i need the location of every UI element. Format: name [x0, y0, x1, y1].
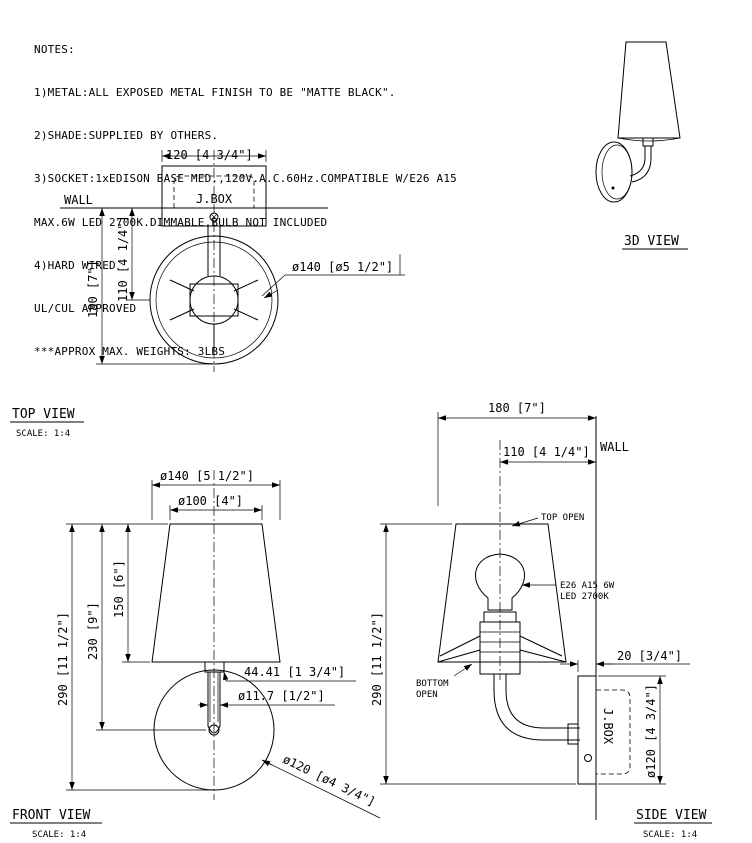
top-dim-width: 120 [4 3/4"]	[166, 148, 253, 162]
side-dim-center: 110 [4 1/4"]	[503, 445, 590, 459]
side-dim-plate-depth: 20 [3/4"]	[617, 649, 682, 663]
front-dim-plate-leader	[261, 759, 381, 819]
side-dim-height: 290 [11 1/2"]	[370, 612, 384, 706]
side-jbox-label: J.BOX	[601, 708, 615, 745]
iso-arm	[629, 146, 646, 177]
top-dim-shade-dia: ø140 [ø5 1/2"]	[292, 260, 393, 274]
front-shade	[151, 523, 281, 663]
front-view-title: FRONT VIEW	[12, 808, 90, 823]
side-shade	[437, 523, 567, 663]
side-top-open: TOP OPEN	[541, 513, 584, 523]
front-dim-top-dia: ø140 [5 1/2"]	[160, 469, 254, 483]
side-screw	[584, 754, 592, 762]
note-line: 4)HARD WIRED	[34, 258, 116, 272]
iso-screw	[611, 186, 615, 190]
front-dim-height: 290 [11 1/2"]	[56, 612, 70, 706]
top-spokes	[169, 279, 259, 350]
side-bottom-open-1: BOTTOM	[416, 679, 449, 689]
front-arm-inner	[209, 672, 219, 722]
side-view-scale: SCALE: 1:4	[643, 830, 697, 840]
note-line: 3)SOCKET:1xEDISON BASE MED.,120V.A.C.60H…	[34, 172, 457, 186]
top-dim-projection: 180 [7"]	[86, 260, 100, 318]
side-bulb-1: E26 A15 6W	[560, 581, 615, 591]
front-dim-arm: 44.41 [1 3/4"]	[244, 665, 345, 679]
front-dim-bottom-dia: ø100 [4"]	[178, 494, 243, 508]
iso-arm-2	[631, 146, 652, 183]
note-line: MAX.6W LED 2700K.DIMMABLE.BULB NOT INCLU…	[34, 215, 328, 229]
top-wall-label: WALL	[64, 193, 93, 207]
note-line: UL/CUL APPROVED	[34, 302, 137, 316]
side-spider	[437, 635, 567, 663]
side-bulb-2: LED 2700K	[560, 592, 609, 602]
front-dim-plate: ø120 [ø4 3/4"]	[281, 752, 378, 809]
front-dim-plate-arrow	[261, 759, 273, 767]
note-line: ***APPROX MAX. WEIGHTS: 3LBS	[34, 345, 226, 359]
top-jbox-label: J.BOX	[196, 192, 233, 206]
front-dim-arm-arrow	[223, 671, 229, 682]
side-bulb	[475, 553, 525, 611]
side-jbox-outline	[596, 689, 631, 775]
top-spoke-top	[207, 244, 221, 276]
iso-backplate-inner	[601, 144, 633, 200]
top-dim-center: 110 [4 1/4"]	[116, 215, 130, 302]
top-leader-arrow	[263, 289, 279, 299]
side-dim-projection: 180 [7"]	[488, 401, 546, 415]
side-view: WALL J.BOX 180 [7"] 110 [4 1/4"] TOP OP	[370, 401, 712, 840]
top-jbox-outline	[173, 175, 255, 208]
side-bottom-open-2: OPEN	[416, 690, 438, 700]
note-line: 2)SHADE:SUPPLIED BY OTHERS.	[34, 129, 219, 143]
iso-shade	[617, 41, 681, 139]
front-view: ø140 [5 1/2"] ø100 [4"] 290 [11 1/2"] 23…	[10, 469, 381, 840]
side-wall-label: WALL	[600, 440, 629, 454]
note-line: 1)METAL:ALL EXPOSED METAL FINISH TO BE "…	[34, 86, 396, 100]
side-dim-plate: ø120 [4 3/4"]	[644, 684, 658, 778]
side-bottom-open-leader	[453, 663, 473, 677]
top-view: WALL J.BOX 120 [4 3/4"] 180 [7"]	[10, 148, 405, 439]
top-view-title: TOP VIEW	[12, 407, 75, 422]
notes-heading: NOTES:	[34, 42, 75, 56]
view-3d: 3D VIEW	[595, 41, 688, 250]
iso-shade-rim	[617, 137, 681, 142]
side-arm-inner	[505, 674, 580, 729]
side-view-title: SIDE VIEW	[636, 808, 707, 823]
iso-socket	[642, 137, 654, 147]
front-dim-shade-h: 150 [6"]	[112, 560, 126, 618]
side-arm-outer	[493, 674, 580, 741]
notes-block: NOTES: 1)METAL:ALL EXPOSED METAL FINISH …	[34, 14, 457, 374]
side-top-open-leader	[511, 517, 539, 527]
view-3d-title: 3D VIEW	[624, 234, 679, 249]
front-arm-tube	[207, 672, 221, 734]
front-socket	[204, 662, 225, 673]
front-dim-center: 230 [9"]	[86, 602, 100, 660]
top-view-scale: SCALE: 1:4	[16, 429, 70, 439]
front-view-scale: SCALE: 1:4	[32, 830, 86, 840]
side-backplate	[577, 675, 597, 785]
front-dim-tube: ø11.7 [1/2"]	[238, 689, 325, 703]
top-socket-square	[189, 283, 239, 317]
side-arm-collar	[567, 723, 579, 745]
